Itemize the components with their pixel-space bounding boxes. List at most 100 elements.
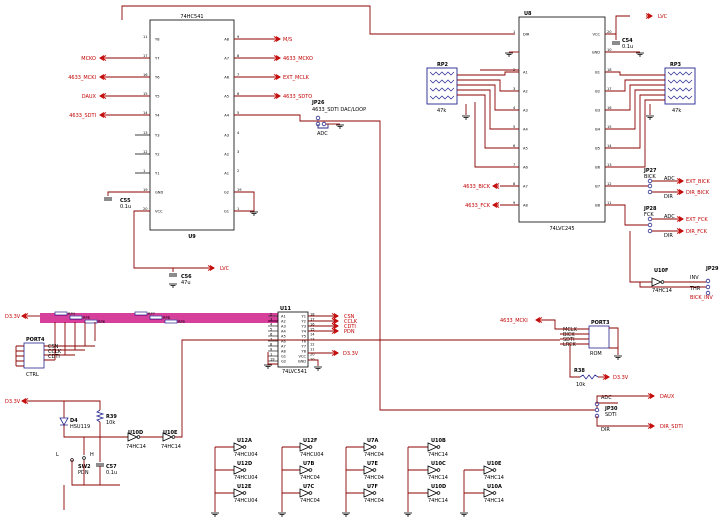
net-bick-inv: BICK_INV [690,295,713,301]
spare-gate-part: 74HC14 [428,452,448,458]
spare-gate-ref: U12A [237,438,252,444]
c57-ref: C57 [106,464,117,470]
u9-pin-label: Y1 [155,172,159,176]
u10f-part: 74HC14 [652,288,672,294]
u8-pin-label: B1 [595,71,600,75]
port4-cdti: CDTI [48,354,60,360]
net-mcko: MCKO [81,56,96,62]
u11-pin-label: G1 [281,354,286,358]
spare-gate-part: 74HC04 [364,475,384,481]
u8-pin-num: 18 [607,68,612,72]
u9-part-label: 74HC541 [180,14,203,20]
u11-pin-label: Y7 [302,344,306,348]
net-csn: CSN [344,314,355,320]
u11-ref: U11 [280,306,292,312]
inverter-gate [299,442,313,452]
spare-gate-part: 74HC04 [300,475,320,481]
u9-pin-num: 9 [237,35,240,39]
u9-pin-num: 13 [143,131,148,135]
u8-pin-label: A8 [523,204,528,208]
u9-pin-num: 19 [237,188,242,192]
pullup-resistor [84,319,98,324]
net-ms: M/S [283,37,292,43]
u9-pin-num: 2 [237,169,239,173]
u11-pin-num: 17 [310,318,315,322]
port3-rom-connector: PORT3 ROM MCLK BICK SDTI LRCK 4633_MCKI [240,317,623,378]
u9-buffer-ic: 74HC541 U9 Y811Y717Y616Y515Y414Y313Y212Y… [143,14,242,240]
sw2-h: H [90,452,94,458]
u8-left-net-labels: 4633_BICK 4633_FCK [463,183,519,209]
u11-pin-num: 16 [310,323,315,327]
u11-pin-num: 8 [270,343,273,347]
r38-ref: R38 [574,368,585,374]
jp28-name: FCK [644,212,654,218]
wire-ms-dir [121,5,515,35]
spare-gate-ref: U10E [487,461,502,467]
u9-pin-label: A5 [224,95,229,99]
u11-pin-label: A3 [281,324,286,328]
u8-pin-num: 3 [513,87,515,91]
u9-pin-num: 11 [143,35,148,39]
c56-capacitor: C56 47u LVC [168,265,230,288]
inverter-gate [233,488,247,498]
inverter-gate [233,442,247,452]
u9-pin-label: A6 [224,76,229,80]
u9-pin-label: A8 [224,38,229,42]
rp3-val: 47k [672,108,681,114]
u8-pin-num: 13 [607,163,612,167]
u9-pin-num: 3 [237,150,239,154]
net-daux: DAUX [82,94,97,100]
u11-pin-num: 5 [270,328,272,332]
pullup-resistor [134,311,148,316]
u8-part: 74LVC245 [549,226,574,232]
net-4633-bick: 4633_BICK [463,184,491,190]
u11-pin-num: 7 [270,338,272,342]
rp3-resistor-pack: RP3 47k [605,62,696,168]
u8-pin-num: 12 [607,182,612,186]
inverter-gate [483,488,497,498]
spare-gate-ref: U10D [431,484,446,490]
pullup-resistor-ref: RP6 [98,320,106,324]
u8-pin-num: 10 [607,48,612,52]
pullup-resistor-ref: RP5 [83,316,90,320]
spare-gate-ref: U7C [303,484,315,490]
net-dir-sdti: DIR_SDTI [660,424,683,430]
u9-pin-num: 16 [143,73,148,77]
spare-gate-ref: U10B [431,438,446,444]
jp30-jumper: JP30 SDTI ADC DIR DAUX DIR_SDTI [594,393,683,433]
jp28-jumper: JP28 FCK ADC DIR EXT_FCK DIR_FCK [605,204,708,239]
net-4633-sdto: 4633_SDTO [283,94,312,100]
u11-pin-num: 4 [270,323,273,327]
u9-pin-num: 19 [143,188,148,192]
net-4633-sdti: 4633_SDTI [69,113,96,119]
jp27-jumper: JP27 BICK ADC DIR EXT_BICK DIR_BICK [605,168,710,200]
r39-ref: R39 [106,414,117,420]
u9-pin-label: Y7 [155,57,159,61]
net-daux-jp30: DAUX [660,394,675,400]
u9-pin-label: VCC [155,210,163,214]
u10d-ref: U10D [128,430,143,436]
u9-pin-label: Y8 [155,38,160,42]
jp26-jumper: JP26 4633_SDTI DAC/LOOP ADC [311,100,366,137]
port3-ref: PORT3 [591,320,610,326]
r39-val: 10k [106,420,115,426]
u8-pin-label: B5 [595,147,600,151]
u9-pin-label: Y3 [155,134,159,138]
u8-pin-num: 15 [607,125,612,129]
jp27-ref: JP27 [643,168,657,174]
inverter-gate [427,465,441,475]
port3-sub: ROM [590,351,602,357]
u8-pin-num: 14 [607,144,612,148]
rp2-val: 47k [437,108,446,114]
u8-pin-label: B4 [595,128,600,132]
u10e-part: 74HC14 [161,444,181,450]
sw2-l: L [56,452,59,458]
spare-gate-ref: U10C [431,461,446,467]
net-4633-mcko: 4633_MCKO [283,56,313,62]
spare-gate-ref: U12D [237,461,252,467]
u11-part: 74LVC541 [282,369,307,375]
u10d-part: 74HC14 [126,444,146,450]
spare-gate-ref: U12E [237,484,252,490]
net-dir-bick: DIR_BICK [686,190,710,196]
jp30-adc: ADC [601,395,612,401]
